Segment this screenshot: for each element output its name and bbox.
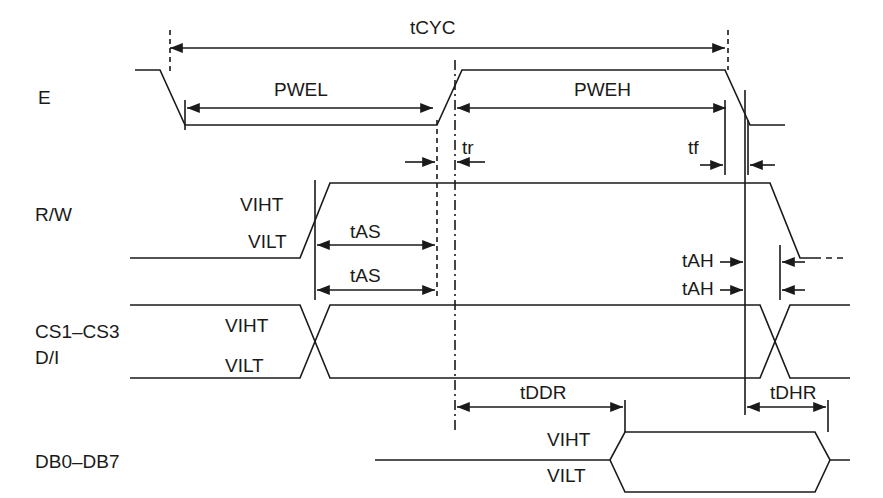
level-label: VIHT xyxy=(240,195,283,214)
signal-name: DB0–DB7 xyxy=(35,452,120,471)
level-label: VIHT xyxy=(545,430,592,449)
time-label: tCYC xyxy=(410,18,455,37)
level-label: VIHT xyxy=(225,316,268,335)
level-label: VILT xyxy=(545,466,588,485)
time-label: tDDR xyxy=(520,383,566,402)
time-label: tDHR xyxy=(770,383,816,402)
time-label: tAS xyxy=(350,222,381,241)
time-label: tr xyxy=(462,138,474,157)
time-label: PWEH xyxy=(572,80,633,99)
time-label: tAH xyxy=(680,279,716,298)
signal-name: R/W xyxy=(35,205,72,224)
time-label: tAS xyxy=(350,266,381,285)
time-label: tAH xyxy=(680,251,716,270)
signal-name: D/I xyxy=(35,348,59,367)
signal-name: E xyxy=(38,88,51,107)
level-label: VILT xyxy=(248,232,287,251)
time-label: tf xyxy=(688,138,699,157)
level-label: VILT xyxy=(225,356,264,375)
signal-name: CS1–CS3 xyxy=(35,322,120,341)
time-label: PWEL xyxy=(272,80,330,99)
